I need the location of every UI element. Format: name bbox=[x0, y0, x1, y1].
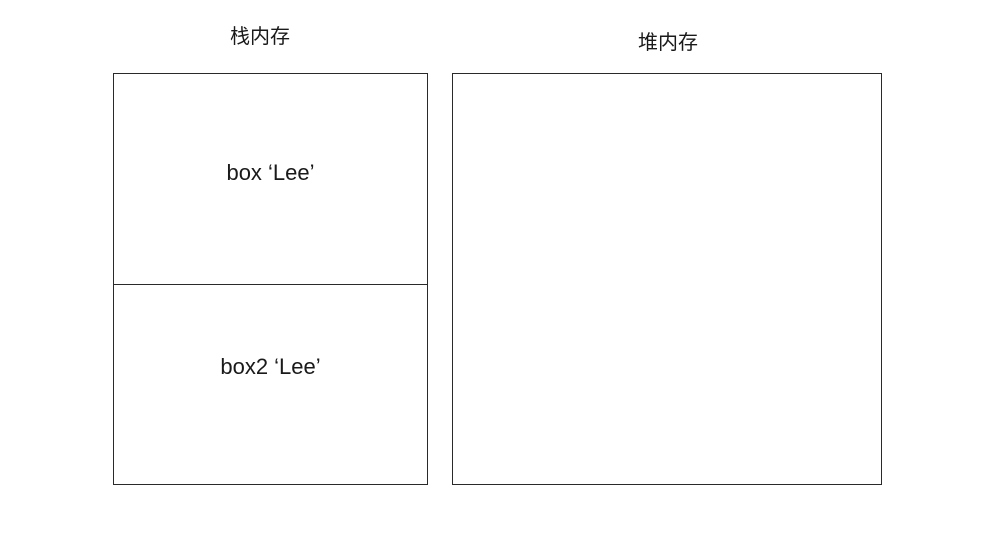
heap-memory-box bbox=[452, 73, 882, 485]
stack-entry-box2: box2 ‘Lee’ bbox=[220, 354, 321, 379]
stack-memory-box: box ‘Lee’ box2 ‘Lee’ bbox=[113, 73, 428, 485]
stack-entry-box: box ‘Lee’ bbox=[226, 160, 315, 185]
stack-divider bbox=[114, 284, 427, 285]
heap-memory-title: 堆内存 bbox=[638, 30, 698, 54]
stack-memory-title: 栈内存 bbox=[230, 24, 290, 48]
